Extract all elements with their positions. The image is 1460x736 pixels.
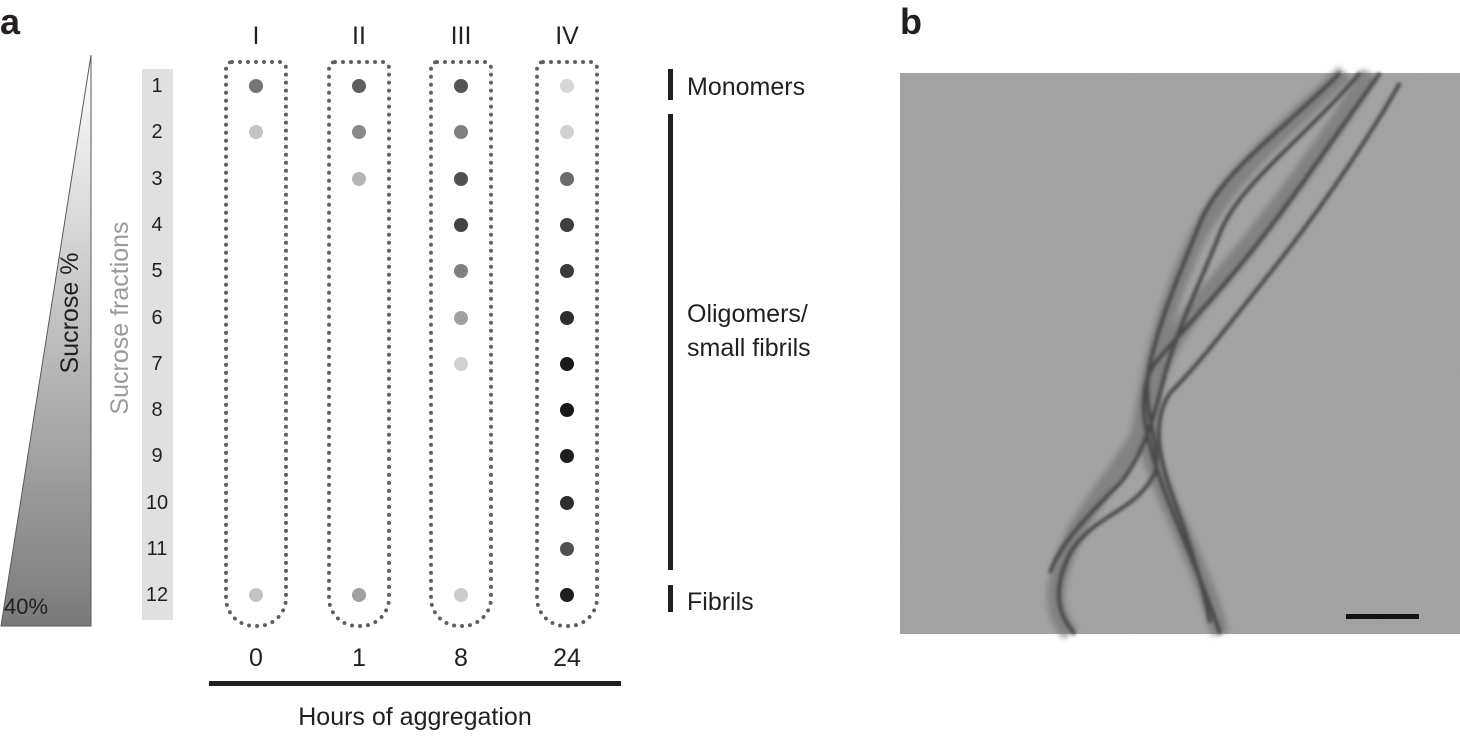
hours-tick-label: 1 [352, 644, 366, 672]
dot-blot-spot [454, 125, 468, 140]
dot-blot-spot [454, 79, 468, 93]
fraction-number: 4 [151, 213, 163, 236]
fraction-number: 7 [151, 352, 163, 375]
dot-blot-spot [352, 171, 366, 186]
dot-blot-spot [249, 588, 263, 603]
dot-blot-spot [560, 356, 574, 371]
oligomers-label-line2: small fibrils [687, 334, 811, 362]
fraction-number: 1 [151, 75, 163, 97]
fraction-number: 9 [151, 445, 163, 468]
dot-blot-spot [560, 542, 574, 556]
sucrose-fractions-label: Sucrose fractions [106, 221, 134, 415]
dot-blot-spot [352, 125, 366, 140]
fraction-number: 6 [151, 306, 163, 329]
monomers-label: Monomers [687, 73, 806, 101]
dot-blot-spot [560, 125, 574, 140]
dot-blot-spot [454, 217, 468, 232]
lane-roman-label: I [252, 22, 260, 50]
sucrose-gradient-triangle [0, 54, 92, 627]
fraction-number: 10 [145, 491, 169, 514]
hours-axis-line [209, 681, 621, 686]
dot-blot-spot [454, 588, 468, 603]
dot-blot-spot [454, 310, 468, 325]
dot-blot-spot [560, 264, 574, 279]
oligomers-bracket [668, 114, 673, 570]
fraction-number: 11 [146, 538, 168, 560]
dot-blot-spot [560, 79, 574, 93]
dot-blot-spot [560, 310, 574, 325]
dot-blot-spot [249, 125, 263, 140]
fraction-number: 12 [145, 584, 169, 607]
hours-axis-label: Hours of aggregation [298, 703, 532, 731]
dot-blot-spot [560, 403, 574, 418]
dot-blot-spot [352, 79, 366, 93]
oligomers-label-line1: Oligomers/ [687, 300, 808, 328]
dot-blot-spot [560, 495, 574, 510]
sucrose-bottom-label: 40% [4, 594, 49, 619]
sample-tube [224, 60, 288, 628]
lane-roman-label: IV [555, 22, 579, 50]
hours-tick-label: 8 [454, 644, 468, 672]
sucrose-percent-label: Sucrose % [56, 252, 84, 374]
dot-blot-spot [249, 79, 263, 93]
fraction-number: 2 [151, 121, 163, 144]
dot-blot-spot [352, 588, 366, 603]
monomers-bracket [668, 69, 673, 100]
hours-tick-label: 24 [553, 644, 581, 672]
dot-blot-spot [454, 171, 468, 186]
lane-roman-label: II [352, 22, 366, 50]
tem-fibril-micrograph [900, 66, 1460, 640]
lane-roman-label: III [450, 22, 472, 50]
fraction-number: 3 [151, 167, 163, 190]
sample-tube [429, 60, 493, 628]
sample-tube [535, 60, 599, 628]
fibrils-bracket [668, 585, 673, 612]
fraction-number: 5 [151, 260, 163, 283]
dot-blot-spot [454, 264, 468, 279]
dot-blot-spot [560, 588, 574, 603]
panel-a-letter: a [0, 1, 21, 42]
fraction-column [142, 69, 173, 620]
dot-blot-spot [560, 449, 574, 464]
dot-blot-spot [454, 356, 468, 371]
hours-tick-label: 0 [249, 644, 263, 672]
fraction-number: 8 [151, 399, 163, 422]
dot-blot-spot [560, 171, 574, 186]
sample-tube [327, 60, 391, 628]
dot-blot-spot [560, 217, 574, 232]
panel-b-letter: b [900, 1, 922, 42]
fibrils-label: Fibrils [687, 588, 754, 616]
